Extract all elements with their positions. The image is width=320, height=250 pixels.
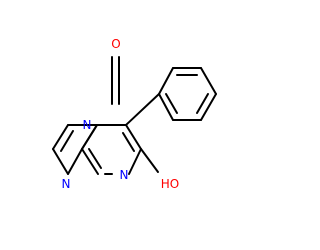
- molecule-structure: O N N N HO: [52, 37, 217, 191]
- hydroxyl-label: HO: [161, 177, 179, 191]
- bond: [140, 148, 159, 173]
- bond: [158, 67, 174, 95]
- bond: [125, 124, 142, 150]
- bond: [200, 67, 217, 95]
- bond: [81, 148, 99, 175]
- bond-double-inner: [122, 132, 135, 152]
- pyrimidine-ring: [52, 124, 98, 175]
- bond-to-phenyl: [125, 93, 160, 126]
- bond-double-inner: [60, 130, 74, 152]
- bond: [200, 93, 217, 121]
- bond: [52, 148, 69, 175]
- bond-double-inner: [196, 93, 209, 114]
- bond: [128, 148, 142, 175]
- bond-double-inner: [165, 93, 178, 114]
- bond: [52, 124, 69, 150]
- carbonyl-bond: [111, 56, 120, 105]
- bond-double-inner: [88, 148, 102, 169]
- bond: [158, 93, 174, 121]
- lower-right-nitrogen-label: N: [120, 168, 129, 182]
- carbonyl-oxygen-label: O: [111, 37, 120, 51]
- phenyl-ring: [158, 67, 217, 121]
- bond: [81, 124, 98, 150]
- bridge-nitrogen-label: N: [83, 118, 92, 132]
- lower-left-nitrogen-label: N: [62, 177, 71, 191]
- bond: [67, 148, 83, 175]
